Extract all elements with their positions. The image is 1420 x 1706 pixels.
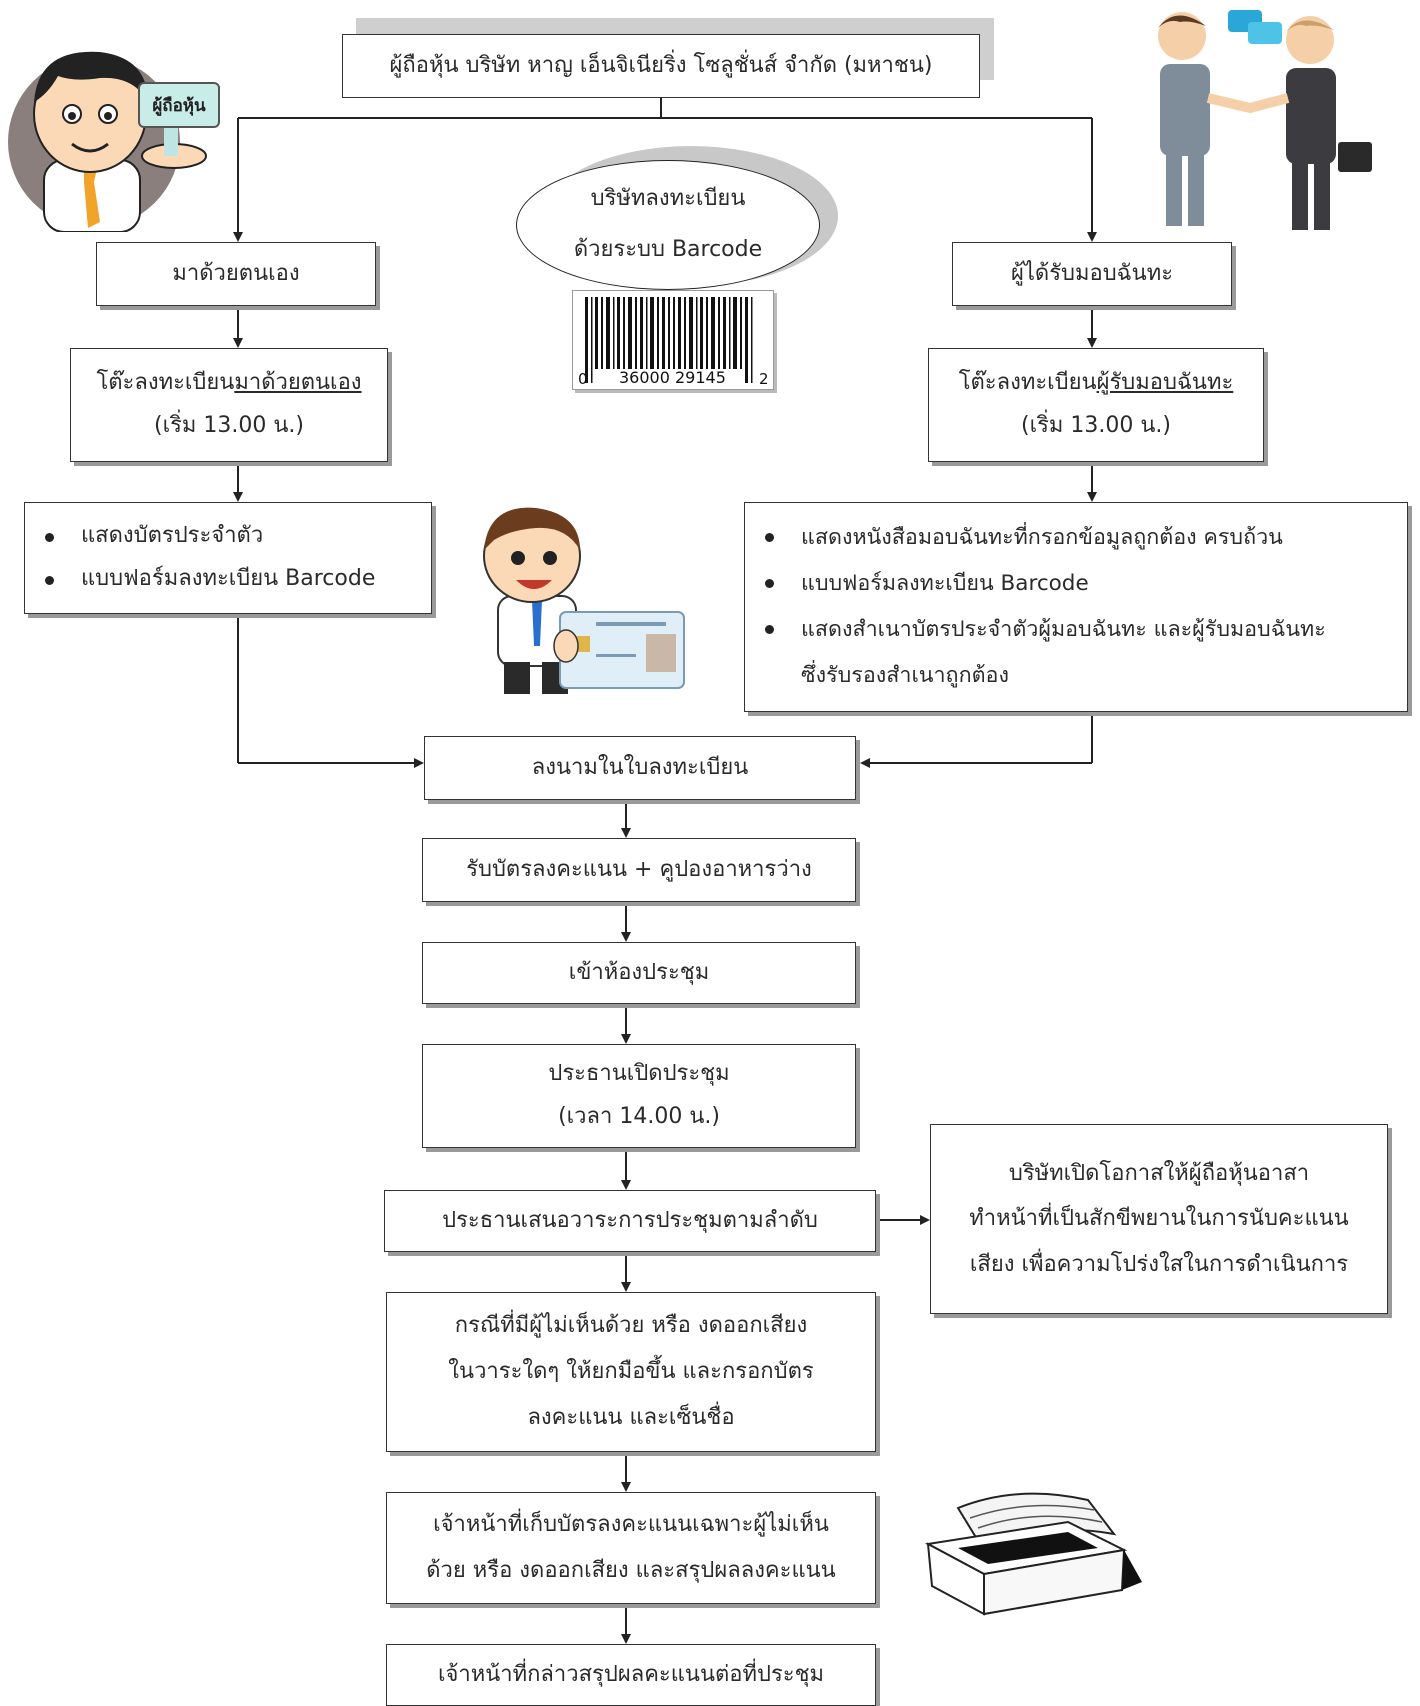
sign-register-label: ลงนามในใบลงทะเบียน: [531, 754, 749, 780]
collect-ballots-box: เจ้าหน้าที่เก็บบัตรลงคะแนนเฉพาะผู้ไม่เห็…: [386, 1492, 876, 1604]
dissent-line1: กรณีที่มีผู้ไม่เห็นด้วย หรือ งดออกเสียง: [454, 1312, 808, 1338]
barcode-note-line2: ด้วยระบบ Barcode: [573, 237, 763, 262]
proxy-doc-item: แสดงสำเนาบัตรประจำตัวผู้มอบฉันทะ และผู้ร…: [765, 607, 1326, 653]
proxy-desk-title: โต๊ะลงทะเบียนผู้รับมอบฉันทะ: [959, 362, 1234, 405]
proxy-registration-desk-box: โต๊ะลงทะเบียนผู้รับมอบฉันทะ (เริ่ม 13.00…: [928, 348, 1264, 462]
proxy-doc-continuation: ซึ่งรับรองสำเนาถูกต้อง: [801, 663, 1009, 689]
chairman-open-line1: ประธานเปิดประชุม: [548, 1061, 730, 1087]
sign-register-box: ลงนามในใบลงทะเบียน: [424, 736, 856, 800]
self-documents-box: แสดงบัตรประจำตัว แบบฟอร์มลงทะเบียน Barco…: [24, 502, 432, 614]
self-desk-time: (เริ่ม 13.00 น.): [153, 413, 304, 438]
announce-results-box: เจ้าหน้าที่กล่าวสรุปผลคะแนนต่อที่ประชุม: [386, 1644, 876, 1706]
dissent-procedure-box: กรณีที่มีผู้ไม่เห็นด้วย หรือ งดออกเสียง …: [386, 1292, 876, 1452]
vote-witness-line1: บริษัทเปิดโอกาสให้ผู้ถือหุ้นอาสา: [1008, 1161, 1310, 1187]
proxy-doc-item: แสดงหนังสือมอบฉันทะที่กรอกข้อมูลถูกต้อง …: [765, 515, 1326, 561]
self-attend-label: มาด้วยตนเอง: [172, 260, 300, 286]
id-card-mascot-icon: [483, 507, 685, 694]
collect-line2: ด้วย หรือ งดออกเสียง และสรุปผลลงคะแนน: [426, 1558, 836, 1583]
shareholder-badge-label: ผู้ถือหุ้น: [152, 95, 206, 116]
proxy-desk-time: (เริ่ม 13.00 น.): [1020, 413, 1171, 438]
proxy-desk-underlined: ผู้รับมอบฉันทะ: [1096, 370, 1234, 396]
vote-witness-note-box: บริษัทเปิดโอกาสให้ผู้ถือหุ้นอาสา ทำหน้าท…: [930, 1124, 1388, 1314]
chairman-open-box: ประธานเปิดประชุม (เวลา 14.00 น.): [422, 1044, 856, 1148]
shareholder-badge: ผู้ถือหุ้น: [138, 82, 220, 128]
self-documents-list: แสดงบัตรประจำตัว แบบฟอร์มลงทะเบียน Barco…: [35, 515, 375, 601]
handshake-people-icon: [1158, 10, 1372, 230]
barcode-right-digit: 2: [759, 370, 769, 388]
self-desk-prefix: โต๊ะลงทะเบียน: [96, 370, 235, 396]
chairman-open-line2: (เวลา 14.00 น.): [558, 1104, 720, 1129]
dissent-line3: ลงคะแนน และเซ็นชื่อ: [527, 1405, 735, 1431]
shareholder-mascot-icon: [8, 51, 207, 232]
receive-ballot-box: รับบัตรลงคะแนน + คูปองอาหารว่าง: [422, 838, 856, 902]
vote-witness-line3: เสียง เพื่อความโปร่งใสในการดำเนินการ: [969, 1251, 1349, 1277]
self-desk-title: โต๊ะลงทะเบียนมาด้วยตนเอง: [96, 362, 361, 405]
ballot-box-icon: [924, 1492, 1142, 1616]
barcode-note-ellipse: บริษัทลงทะเบียน ด้วยระบบ Barcode: [516, 160, 820, 290]
self-attend-box: มาด้วยตนเอง: [96, 242, 376, 306]
dissent-line2: ในวาระใดๆ ให้ยกมือขึ้น และกรอกบัตร: [448, 1358, 814, 1384]
self-desk-underlined: มาด้วยตนเอง: [234, 370, 362, 396]
barcode-icon: 0 36000 29145 2: [578, 297, 769, 388]
agenda-box: ประธานเสนอวาระการประชุมตามลำดับ: [384, 1190, 876, 1252]
barcode-left-digit: 0: [578, 370, 588, 388]
self-doc-item: แสดงบัตรประจำตัว: [44, 515, 375, 558]
vote-witness-line2: ทำหน้าที่เป็นสักขีพยานในการนับคะแนน: [969, 1206, 1349, 1232]
enter-room-label: เข้าห้องประชุม: [568, 959, 710, 985]
barcode-number: 36000 29145: [619, 368, 726, 387]
proxy-documents-box: แสดงหนังสือมอบฉันทะที่กรอกข้อมูลถูกต้อง …: [744, 502, 1408, 712]
self-doc-item: แบบฟอร์มลงทะเบียน Barcode: [44, 558, 375, 601]
enter-room-box: เข้าห้องประชุม: [422, 942, 856, 1004]
proxy-label: ผู้ได้รับมอบฉันทะ: [1010, 260, 1174, 286]
collect-line1: เจ้าหน้าที่เก็บบัตรลงคะแนนเฉพาะผู้ไม่เห็…: [433, 1511, 829, 1537]
title-text: ผู้ถือหุ้น บริษัท หาญ เอ็นจิเนียริ่ง โซล…: [389, 52, 933, 78]
proxy-box: ผู้ได้รับมอบฉันทะ: [952, 242, 1232, 306]
receive-ballot-label: รับบัตรลงคะแนน + คูปองอาหารว่าง: [466, 856, 812, 882]
proxy-doc-item: แบบฟอร์มลงทะเบียน Barcode: [765, 561, 1326, 607]
agenda-label: ประธานเสนอวาระการประชุมตามลำดับ: [442, 1207, 818, 1233]
barcode-image: 0 36000 29145 2: [572, 290, 774, 390]
announce-results-label: เจ้าหน้าที่กล่าวสรุปผลคะแนนต่อที่ประชุม: [437, 1661, 825, 1687]
proxy-desk-prefix: โต๊ะลงทะเบียน: [958, 370, 1097, 396]
barcode-note-line1: บริษัทลงทะเบียน: [590, 186, 746, 212]
title-box: ผู้ถือหุ้น บริษัท หาญ เอ็นจิเนียริ่ง โซล…: [342, 34, 980, 98]
proxy-documents-list: แสดงหนังสือมอบฉันทะที่กรอกข้อมูลถูกต้อง …: [755, 515, 1326, 654]
self-registration-desk-box: โต๊ะลงทะเบียนมาด้วยตนเอง (เริ่ม 13.00 น.…: [70, 348, 388, 462]
